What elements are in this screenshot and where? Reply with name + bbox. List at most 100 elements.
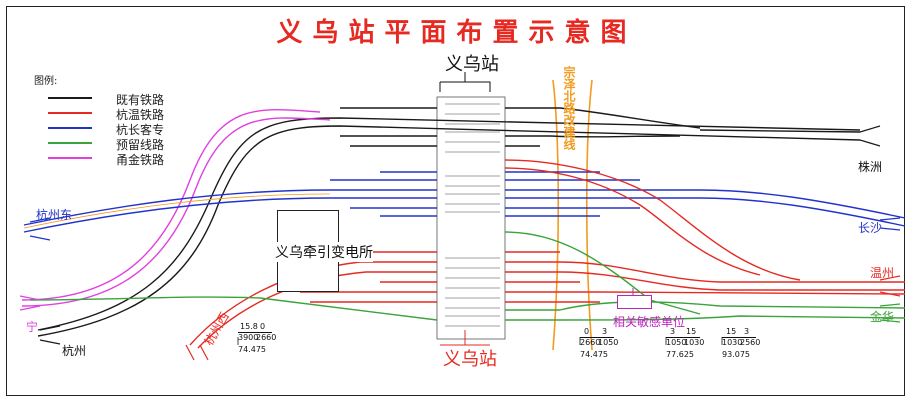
arrow-changsha: [879, 217, 901, 231]
yongjin-railway: [21, 109, 331, 307]
direction-hangzhou: 杭州: [62, 344, 87, 358]
platform-zone: [436, 96, 506, 340]
direction-zhuzhou: 株洲: [858, 160, 883, 174]
direction-ning: 宁: [26, 320, 39, 334]
road-line-left: [552, 79, 560, 351]
legend-label: 杭温铁路: [116, 108, 165, 122]
arrow-jinhua: [879, 303, 901, 323]
existing-track-4: [340, 135, 681, 138]
station-label-bottom: 义乌站: [443, 349, 497, 370]
arrow-zhuzhou: [859, 125, 881, 147]
chainage-d: 1030: [684, 338, 705, 347]
chainage-d: 2660: [256, 333, 277, 342]
chainage-b: 15: [686, 327, 697, 336]
legend-swatch: [48, 127, 92, 129]
legend: 图例: 既有铁路 杭温铁路 杭长客专 预留线路 甬金铁路: [34, 72, 164, 167]
direction-hangzhoudong: 杭州东: [36, 208, 73, 222]
arrow-hangxi: [185, 344, 209, 361]
chainage-b: 0: [260, 322, 266, 331]
sensitive-unit-box: [617, 295, 652, 309]
reserved-track-2: [505, 301, 906, 311]
orange-guide: [23, 193, 331, 229]
legend-item-hangwen: 杭温铁路: [34, 106, 164, 122]
yongjin-track-2: [21, 117, 331, 307]
chainage-ticks: [237, 337, 723, 345]
arrow-hangzhoudong: [29, 217, 51, 241]
direction-arrows: [19, 125, 901, 361]
legend-label: 既有铁路: [116, 93, 165, 107]
hangwen-track-3: [300, 291, 906, 295]
leader-top: [439, 72, 491, 92]
legend-label: 预留线路: [116, 138, 165, 152]
chainage-a: 15: [726, 327, 737, 336]
legend-swatch: [48, 157, 92, 159]
legend-item-hangchang: 杭长客专: [34, 121, 164, 137]
direction-changsha: 长沙: [858, 221, 883, 235]
existing-track-2: [37, 125, 861, 337]
chainage-row: 15 3: [722, 327, 756, 338]
legend-item-yongjin: 甬金铁路: [34, 151, 164, 167]
chainage-km: 74.475: [580, 350, 608, 359]
chainage-c: 3900: [238, 333, 259, 342]
sensitive-unit-label: 相关敏感单位: [613, 315, 686, 329]
hangwen-railway: [189, 159, 906, 349]
hangwen-track-1: [189, 261, 905, 346]
chainage-km: 74.475: [238, 345, 266, 354]
road-line-right: [585, 79, 593, 351]
chainage-row: 3 15: [666, 327, 700, 338]
hangwen-track-6: [504, 159, 801, 281]
chainage-b: 3: [602, 327, 608, 336]
chainage-c: 1050: [666, 338, 687, 347]
diagram-title: 义乌站平面布置示意图: [276, 18, 637, 48]
legend-item-existing: 既有铁路: [34, 91, 164, 107]
legend-label: 甬金铁路: [116, 153, 165, 167]
existing-railway: [37, 107, 861, 337]
chainage-b: 3: [744, 327, 750, 336]
leader-bottom: [440, 330, 490, 346]
direction-jinhua: 金华: [870, 310, 895, 324]
road-label: 宗泽北路改建线: [562, 66, 576, 150]
legend-label: 杭长客专: [116, 123, 165, 137]
chainage-c: 1030: [722, 338, 743, 347]
legend-item-reserved: 预留线路: [34, 136, 164, 152]
chainage-km: 93.075: [722, 350, 750, 359]
chainage-c: 2660: [580, 338, 601, 347]
station-label-top: 义乌站: [445, 54, 499, 75]
chainage-a: 15.8: [240, 322, 258, 331]
legend-swatch: [48, 112, 92, 114]
hangwen-track-7: [504, 167, 761, 276]
road-lines: [552, 79, 593, 351]
hangchang-track-1: [23, 189, 906, 226]
reserved-track-1: [29, 296, 906, 321]
chainage-km: 77.625: [666, 350, 694, 359]
chainage-d: 2560: [740, 338, 761, 347]
chainage-d: 1050: [598, 338, 619, 347]
hangchang-track-2: [23, 197, 906, 233]
direction-wenzhou: 温州: [870, 266, 895, 280]
hangwen-track-2: [197, 271, 905, 349]
yongjin-track-1: [21, 109, 321, 301]
legend-swatch: [48, 142, 92, 144]
arrow-ning: [19, 295, 41, 311]
arrow-hangzhou: [39, 325, 61, 345]
substation-label: 义乌牵引变电所: [275, 242, 373, 262]
chainage-a: 0: [584, 327, 590, 336]
leader-lines: [439, 72, 491, 346]
legend-title: 图例:: [34, 76, 58, 87]
reserved-track-3: [504, 231, 701, 315]
existing-track-3: [340, 107, 701, 129]
legend-swatch: [48, 97, 92, 99]
chainage-a: 3: [670, 327, 676, 336]
arrow-wenzhou: [879, 275, 901, 297]
